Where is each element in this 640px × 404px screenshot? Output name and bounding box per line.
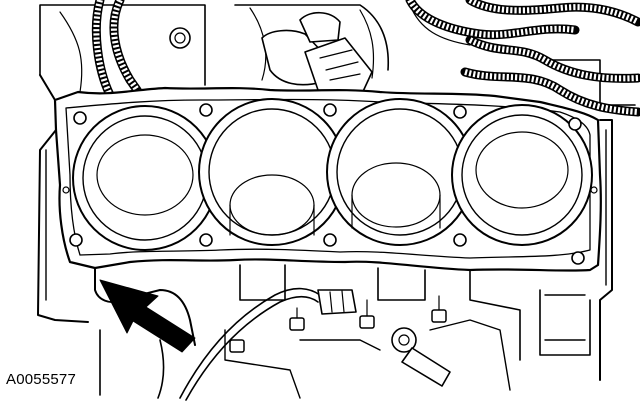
- engine-block-body: [37, 74, 613, 399]
- cylinder-bore-2: [198, 98, 346, 246]
- gasket-bolt-holes: [62, 103, 598, 265]
- bolt-icon: [229, 339, 245, 353]
- engine-background-parts: [39, 4, 636, 106]
- bolt-icon: [431, 295, 447, 323]
- cylinder-bore-1: [72, 105, 218, 251]
- electrical-connector-icon: [261, 11, 373, 99]
- pointer-arrow-icon: [99, 279, 196, 353]
- top-bolt-icon: [169, 27, 191, 49]
- figure-id-label: A0055577: [6, 371, 77, 388]
- bolt-icon: [289, 307, 305, 331]
- bolt-icon: [359, 299, 375, 329]
- cylinder-bore-3: [326, 98, 474, 246]
- wiring-harness-right: [405, 0, 640, 117]
- cylinder-head-gasket: [53, 86, 602, 272]
- cylinder-bore-4: [451, 104, 593, 246]
- mounting-bolts: [229, 295, 451, 387]
- sensor-assembly: [179, 287, 357, 401]
- sensor-plug-icon: [391, 327, 451, 387]
